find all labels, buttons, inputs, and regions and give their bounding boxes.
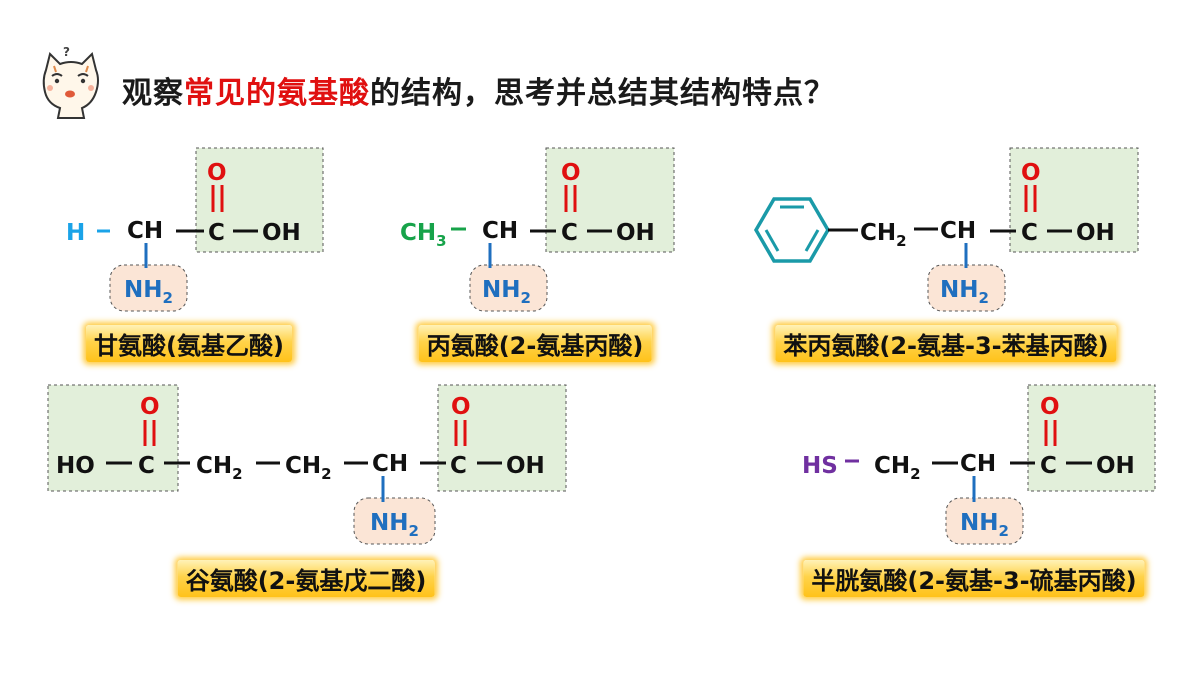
glycine-structure: H CH C OH O NH2 [66, 147, 324, 312]
carboxyl-carbon: C [561, 220, 578, 246]
hydroxyl: HO [56, 453, 95, 479]
amino-group: NH2 [124, 277, 173, 307]
carboxyl-carbon: C [1021, 220, 1038, 246]
phenylalanine-structure: CH2 CH C OH O NH2 [753, 147, 1139, 312]
hydroxyl: OH [1096, 453, 1135, 479]
amino-group: NH2 [940, 277, 989, 307]
benzene-ring-icon [753, 197, 831, 263]
alpha-carbon: CH [127, 218, 163, 244]
carboxyl-group-box [1009, 147, 1139, 253]
carboxyl-carbon: C [208, 220, 225, 246]
caption-cysteine: 半胱氨酸(2-氨基-3-硫基丙酸) [803, 560, 1145, 597]
confused-cat-icon: ? [42, 46, 99, 119]
cysteine-structure: HS CH2 CH C OH O NH2 [802, 384, 1156, 545]
carboxyl-group-box [1027, 384, 1156, 492]
amino-group-box [945, 497, 1024, 545]
methylene: CH2 [285, 453, 332, 483]
alpha-carbon: CH [960, 451, 996, 477]
title-prefix: 观察 [122, 76, 184, 111]
hydroxyl: OH [262, 220, 301, 246]
alpha-carbon: CH [482, 218, 518, 244]
caption-glycine: 甘氨酸(氨基乙酸) [86, 325, 292, 362]
amino-group-box [109, 264, 188, 312]
glutamic-acid-structure: HO C O CH2 CH2 CH C OH O NH2 [47, 384, 567, 545]
page-title: 观察常见的氨基酸的结构，思考并总结其结构特点？ [122, 68, 835, 112]
alanine-structure: CH3 CH C OH O NH2 [400, 147, 675, 312]
r-group-thiol: HS [802, 453, 838, 479]
methylene: CH2 [860, 220, 907, 250]
carbonyl-oxygen: O [1021, 160, 1041, 186]
caption-phenylalanine: 苯丙氨酸(2-氨基-3-苯基丙酸) [775, 325, 1117, 362]
carbonyl-oxygen: O [207, 160, 227, 186]
carbonyl-oxygen: O [1040, 394, 1060, 420]
alpha-carbon: CH [372, 451, 408, 477]
title-suffix: 的结构，思考并总结其结构特点？ [370, 76, 835, 111]
r-group-methyl: CH3 [400, 220, 447, 250]
methylene: CH2 [874, 453, 921, 483]
amino-group-box [353, 497, 436, 545]
amino-group: NH2 [960, 510, 1009, 540]
carboxyl-group-box [437, 384, 567, 492]
question-mark: ? [63, 46, 70, 59]
hydroxyl: OH [506, 453, 545, 479]
title-highlight: 常见的氨基酸 [184, 76, 370, 111]
amino-group: NH2 [370, 510, 419, 540]
carbonyl-oxygen: O [561, 160, 581, 186]
amino-group: NH2 [482, 277, 531, 307]
carbonyl-oxygen: O [140, 394, 160, 420]
carboxyl-carbon: C [1040, 453, 1057, 479]
carbonyl-oxygen: O [451, 394, 471, 420]
alpha-carbon: CH [940, 218, 976, 244]
carboxyl-group-box [195, 147, 324, 253]
methylene: CH2 [196, 453, 243, 483]
hydroxyl: OH [1076, 220, 1115, 246]
carboxyl-group-box [47, 384, 179, 492]
carboxyl-carbon: C [450, 453, 467, 479]
amino-group-box [469, 264, 548, 312]
hydroxyl: OH [616, 220, 655, 246]
r-group-hydrogen: H [66, 220, 85, 246]
caption-glutamic-acid: 谷氨酸(2-氨基戊二酸) [177, 560, 435, 597]
carboxyl-carbon: C [138, 453, 155, 479]
caption-alanine: 丙氨酸(2-氨基丙酸) [418, 325, 652, 362]
